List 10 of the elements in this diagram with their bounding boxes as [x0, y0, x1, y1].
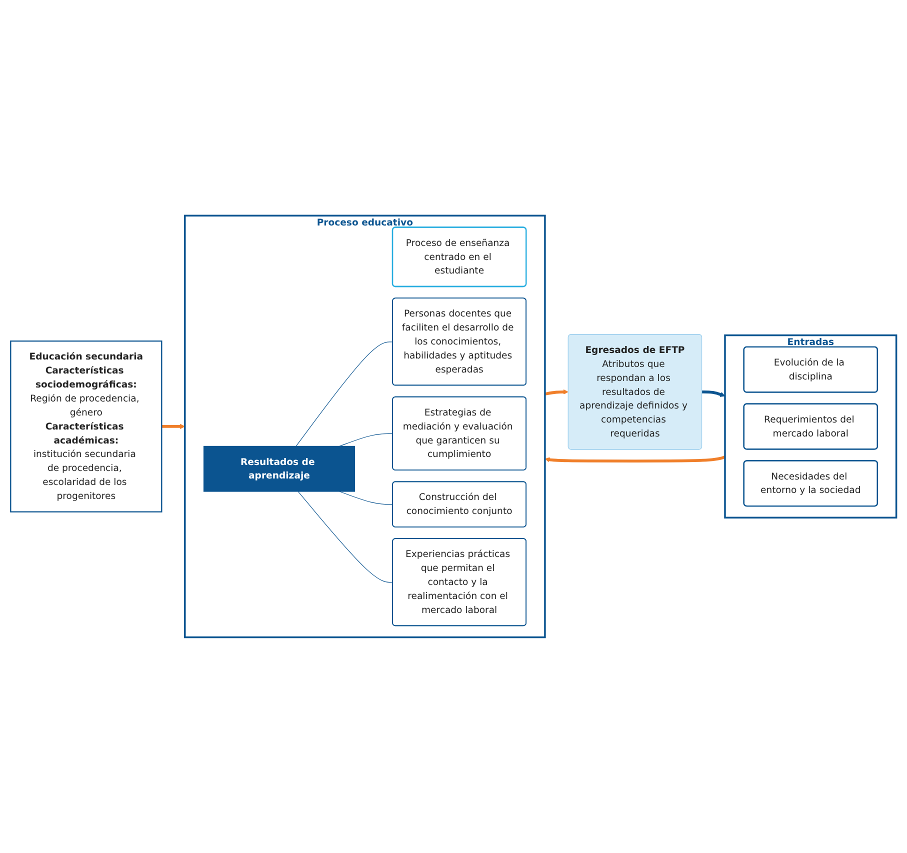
connector — [298, 491, 394, 583]
connector — [339, 433, 394, 447]
arrow — [544, 456, 726, 462]
arrow — [702, 390, 726, 397]
connector — [296, 342, 394, 447]
connector — [339, 491, 394, 505]
node-box: Educación secundaria Características sociodemográficas: Región de procedencia, género Características académicas: institución secundaria de procedencia, escolaridad de los progenitores — [10, 340, 162, 512]
arrow — [162, 424, 186, 430]
arrow — [544, 389, 568, 396]
node-box: Resultados de aprendizaje — [203, 446, 356, 492]
